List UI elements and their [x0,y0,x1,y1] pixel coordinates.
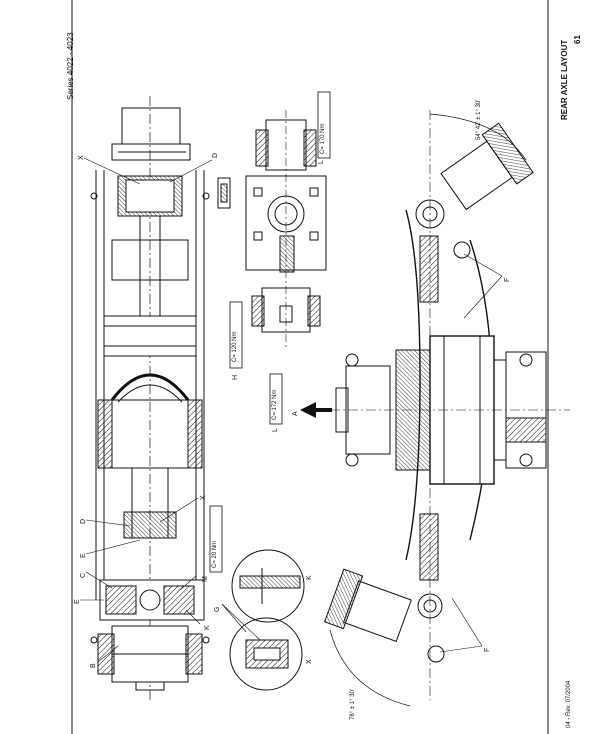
g-callout-lines [221,603,261,641]
callout-k-left: K [204,625,211,630]
zoom-detail-k [231,549,305,623]
callout-c: C [80,572,87,578]
callout-e-lower: E [74,599,81,604]
torque-label-20: C= 20 Nm [212,540,218,568]
callout-f-bottom: F [484,647,491,652]
torque-boxes [209,91,331,573]
callout-b: B [90,663,97,668]
callout-a: A [292,411,299,416]
torque-label-120: C= 120 Nm [232,331,238,362]
callout-x-top: X [78,155,85,160]
axle-section-left [90,96,210,700]
callout-x-mid: X [200,495,207,500]
callout-l-bottom: L [272,428,279,432]
torque-label-172: C= 172 Nm [272,389,278,420]
angle-top: 54° 42' ± 1° 30' [476,99,482,140]
callout-d-top: D [212,152,219,158]
callout-h: H [232,374,239,380]
callout-x-zoom: X [306,659,313,664]
f-callout-lines [439,253,503,653]
callout-l-top: L [318,160,325,164]
zoom-detail-x [229,617,303,691]
angle-bottom: 78° ± 1° 30' [350,689,356,720]
detail-view-center [217,110,327,350]
callout-lines-left [80,157,213,663]
callout-g: G [214,606,221,612]
callout-f-top: F [504,277,511,282]
callout-d-mid: D [80,518,87,524]
callout-m: M [202,576,209,582]
callout-k-zoom: K [306,575,313,580]
callout-e: E [80,553,87,558]
axle-layout-right [300,110,570,707]
torque-label-top: C= 170 Nm [320,123,326,154]
